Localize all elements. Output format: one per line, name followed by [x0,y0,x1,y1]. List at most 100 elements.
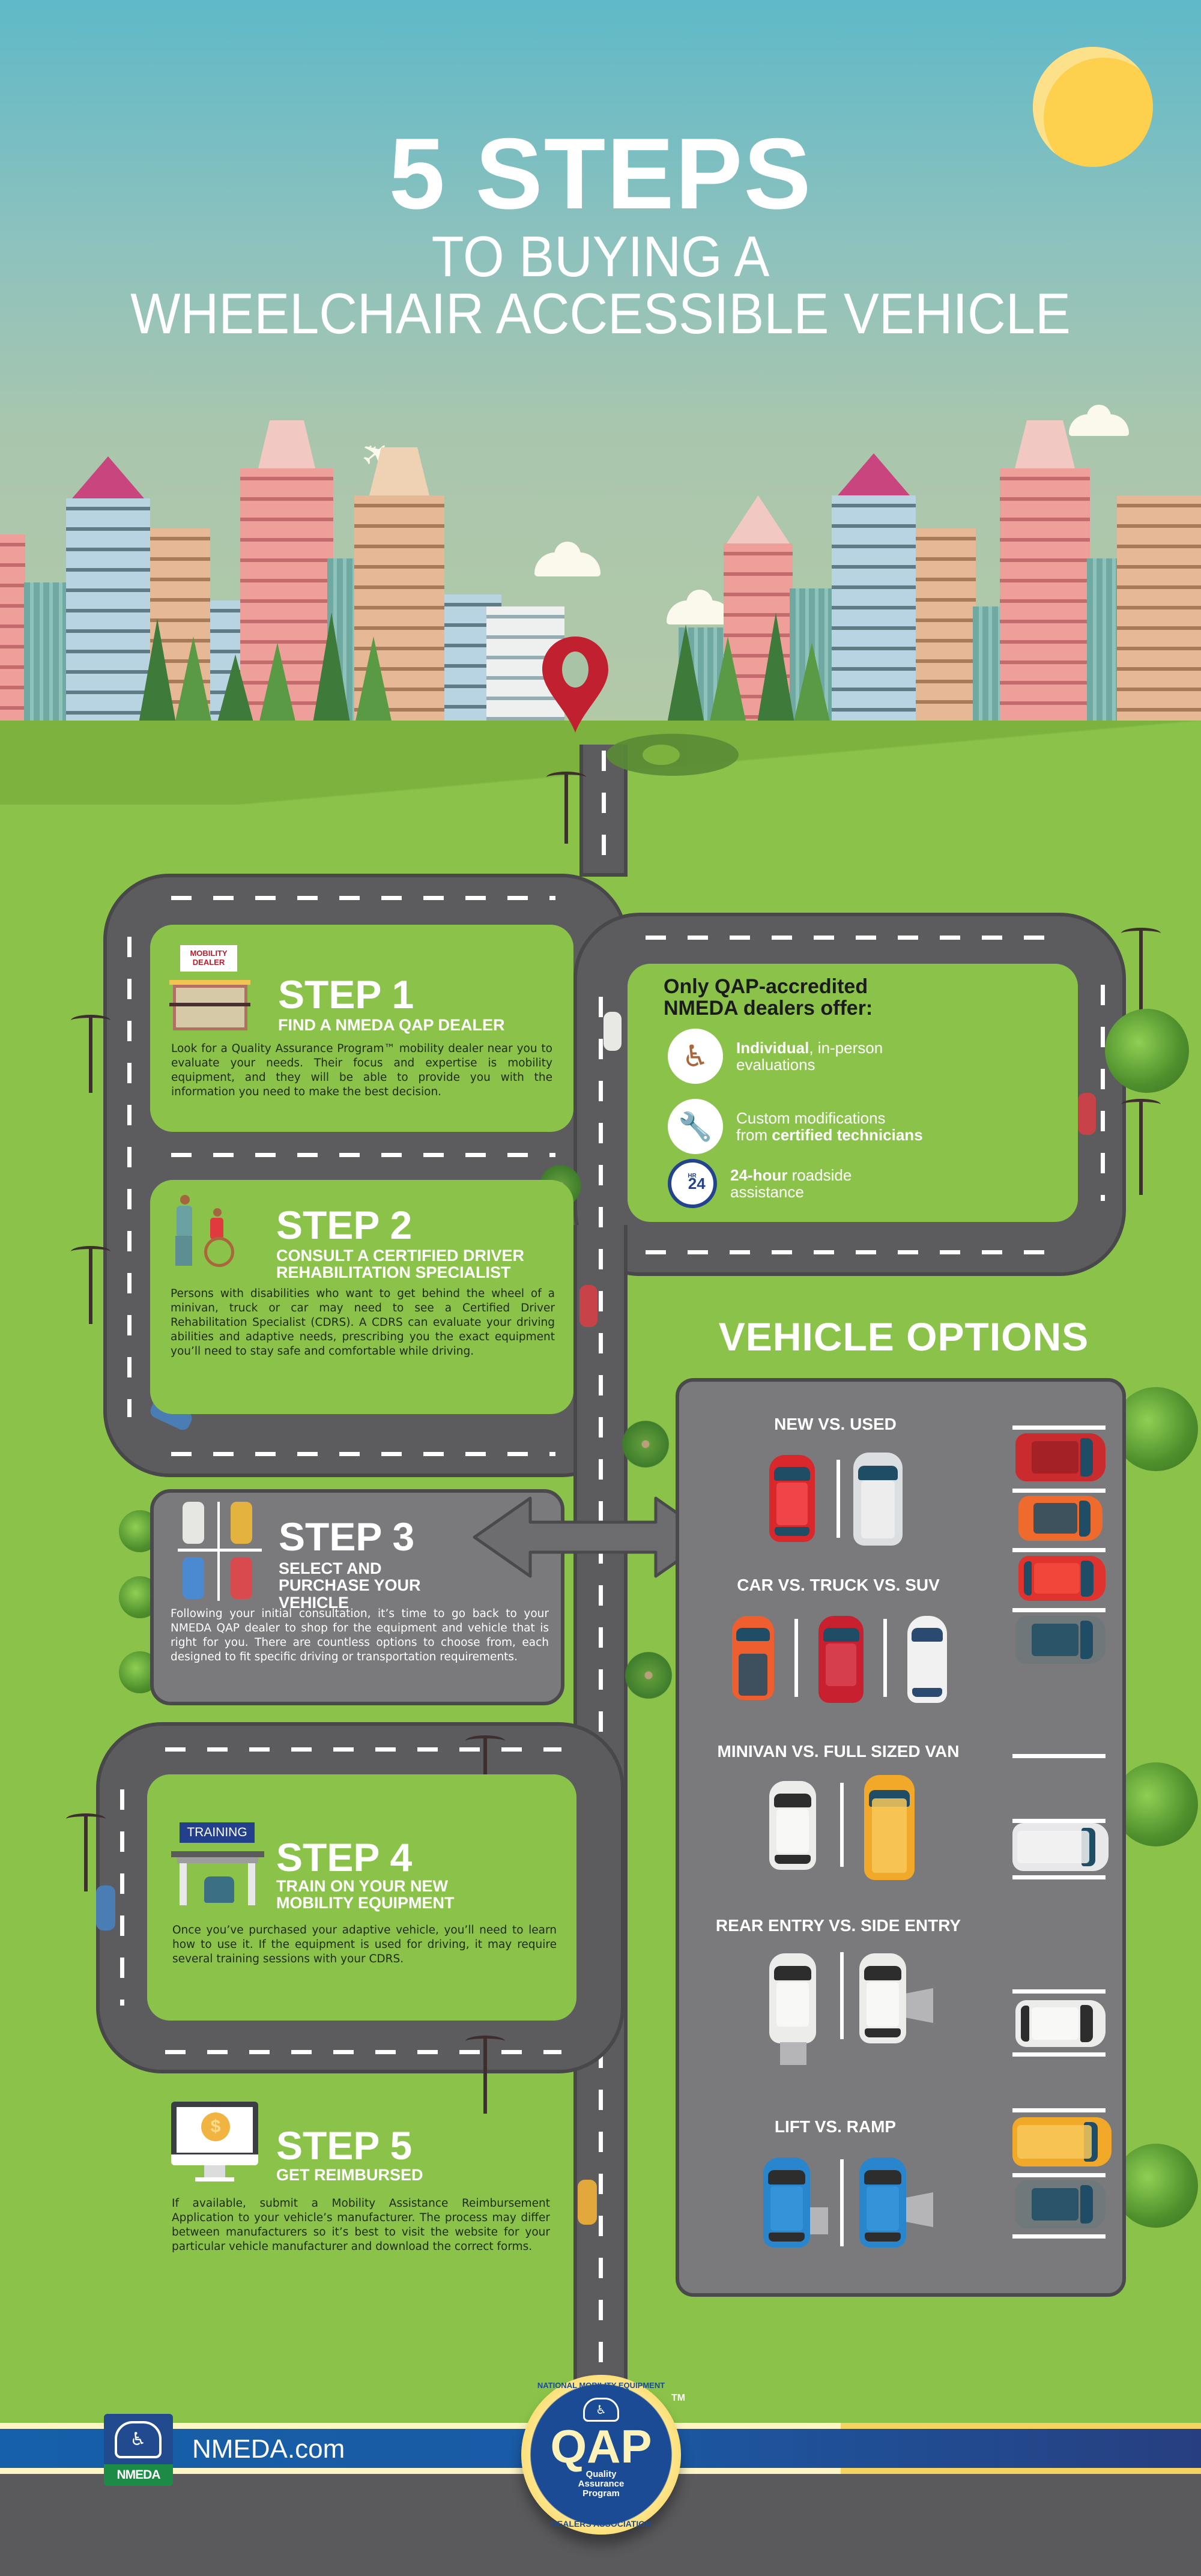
step-1-panel: MOBILITY DEALER STEP 1 FIND A NMEDA QAP … [150,925,573,1132]
road-lane-marking [646,1250,1054,1254]
wheelchair-car-icon: ♿ [583,2398,619,2422]
cloud-icon [1069,404,1129,436]
step-5-title: STEP 5 [276,2123,413,2168]
step-1-subtitle: FIND A NMEDA QAP DEALER [278,1016,505,1034]
wheelchair-car-icon: ♿ [115,2421,162,2458]
road-lane-marking [120,1789,124,2006]
street-lamp-icon [1121,928,1161,1024]
caregiver-pushing-wheelchair-icon [168,1195,255,1267]
parking-line [1012,1426,1106,1430]
nmeda-logo-text: NMEDA [104,2464,173,2486]
parking-line [840,1783,844,1867]
step-3-subtitle: SELECT AND PURCHASE YOUR VEHICLE [279,1559,421,1612]
vehicle-options-title: VEHICLE OPTIONS [718,1314,1089,1359]
qap-program-line-1: Quality [585,2469,617,2479]
comparison-label: MINIVAN VS. FULL SIZED VAN [717,1742,960,1761]
offer-item-2-bold: certified technicians [772,1126,923,1144]
parking-line [840,1952,844,2039]
qap-offer-item: 🔧 Custom modifications from certified te… [668,1099,923,1154]
palm-tree-icon [619,1417,673,1471]
page-title: 5 STEPS [389,117,812,230]
dealer-sign: MOBILITY DEALER [180,945,237,972]
qap-badge-letters: QAP [550,2420,652,2473]
road-lane-marking [127,937,132,1417]
blue-minivan-ramp-icon [859,2157,906,2248]
blue-minivan-lift-icon [763,2157,810,2248]
road-lane-marking [599,997,603,2372]
street-lamp-icon [66,1813,106,1891]
step-2-panel: STEP 2 CONSULT A CERTIFIED DRIVER REHABI… [150,1180,573,1414]
offer-item-1-text: , in-person [809,1039,883,1057]
nmeda-website-link[interactable]: NMEDA.com [192,2434,345,2464]
qap-badge-arc-bottom: DEALERS ASSOCIATION [551,2519,652,2529]
road-car-icon [604,1012,622,1051]
white-van-icon [1012,1823,1109,1871]
white-minivan-side-entry-icon [859,1953,906,2043]
comparison-label: REAR ENTRY VS. SIDE ENTRY [715,1916,961,1935]
red-pickup-truck-icon [1015,1433,1106,1481]
sun-icon [1033,47,1153,167]
parking-line [1012,1754,1106,1758]
parking-line [883,1619,887,1697]
parking-line [1012,1548,1106,1552]
street-lamp-icon [546,772,586,844]
orange-pickup-truck-icon [1018,1496,1103,1541]
qap-offer-title-line-2: NMEDA dealers offer: [664,997,873,1020]
qap-badge: NATIONAL MOBILITY EQUIPMENT ♿ QAP Qualit… [521,2375,681,2535]
step-2-subtitle: CONSULT A CERTIFIED DRIVER REHABILITATIO… [276,1247,525,1282]
parking-line [794,1619,798,1697]
parking-line [1012,2234,1106,2239]
step-5-subtitle: GET REIMBURSED [276,2166,423,2184]
street-lamp-icon [71,1246,110,1324]
24hr-roadside-tools-icon: HR 24 [668,1159,717,1208]
road-lane-marking [165,1747,561,1752]
comparison-label: CAR VS. TRUCK VS. SUV [737,1576,940,1594]
qap-offer-panel: Only QAP-accredited NMEDA dealers offer:… [628,964,1078,1222]
parked-cars-icon [178,1502,262,1604]
technician-wrench-icon: 🔧 [668,1099,723,1154]
wheelchair-ramp-icon: ♿ [668,1029,723,1084]
white-minivan-rear-entry-icon [769,1953,816,2043]
road-car-icon [579,1285,597,1327]
offer-item-1-bold: Individual [736,1039,809,1057]
orange-car-icon [732,1616,774,1700]
red-suv-icon [1018,1556,1106,1601]
road-lane-marking [171,1153,555,1157]
page-subtitle-line-2: WHEELCHAIR ACCESSIBLE VEHICLE [130,282,1071,346]
offer-item-1-line-2: evaluations [736,1056,815,1074]
step-1-title: STEP 1 [278,972,414,1017]
road-car-icon [96,1885,115,1930]
step-2-description: Persons with disabilities who want to ge… [171,1287,555,1358]
qap-offer-item: ♿ Individual, in-person evaluations [668,1029,883,1084]
step-4-description: Once you’ve purchased your adaptive vehi… [172,1924,557,1965]
comparison-label: LIFT VS. RAMP [774,2117,897,2136]
qap-badge-arc-top: NATIONAL MOBILITY EQUIPMENT [537,2381,665,2390]
nmeda-logo[interactable]: ♿ NMEDA [104,2414,173,2486]
step-3-title: STEP 3 [279,1514,415,1559]
gray-pickup-truck-icon [1015,1616,1106,1664]
parking-line [840,2159,844,2246]
road-lane-marking [602,751,606,871]
step-1-description: Look for a Quality Assurance Program™ mo… [171,1042,552,1098]
step-3-description: Following your initial consultation, it’… [171,1607,549,1663]
parking-line [1012,1875,1106,1879]
parking-line [1012,2173,1106,2177]
road-car-icon [1078,1093,1096,1135]
street-lamp-icon [465,2036,505,2114]
map-pin-shadow [607,734,739,776]
mobility-dealer-storefront-icon: MOBILITY DEALER [169,938,250,1030]
vehicle-options-parking-lot: NEW VS. USED CAR VS. TRUCK VS. SUV MINIV… [676,1378,1126,2297]
step-5-panel: $ STEP 5 GET REIMBURSED If available, su… [150,2090,570,2300]
step-4-panel: TRAINING STEP 4 TRAIN ON YOUR NEW MOBILI… [147,1774,576,2021]
rear-ramp [780,2042,806,2065]
cloud-icon [667,590,733,624]
qap-badge-program: Quality Assurance Program [521,2470,681,2499]
city-skyline [0,420,1201,727]
map-pin-icon [542,636,608,733]
parking-line [1012,2108,1106,2112]
step-4-subtitle: TRAIN ON YOUR NEW MOBILITY EQUIPMENT [276,1877,455,1912]
palm-tree-icon [622,1648,676,1702]
parking-line [1012,1608,1106,1612]
monitor-dollar-coin-icon: $ [171,2102,258,2183]
qap-offer-title-line-1: Only QAP-accredited [664,975,868,998]
